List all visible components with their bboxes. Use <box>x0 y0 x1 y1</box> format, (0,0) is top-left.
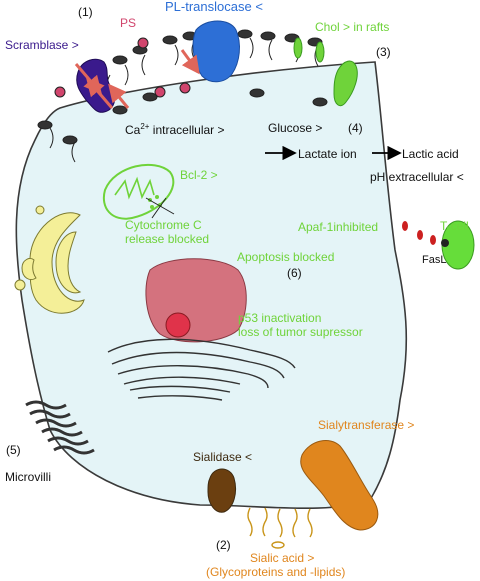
chol-label: Chol > in rafts <box>315 20 390 34</box>
marker-6: (6) <box>287 266 302 280</box>
p53-label-line2: loss of tumor supressor <box>238 325 363 339</box>
marker-2: (2) <box>216 538 231 552</box>
lactate-ion-label: Lactate ion <box>298 147 357 161</box>
cholesterol-rafts <box>293 37 358 107</box>
ph-extracellular-label: pH extracellular < <box>370 170 464 184</box>
ca-symbol: Ca <box>125 123 141 137</box>
cytochrome-c-label-line2: release blocked <box>125 232 210 246</box>
apoptosis-blocked-label: Apoptosis blocked <box>237 250 335 264</box>
microvilli <box>25 400 95 455</box>
sialidase-protein <box>207 468 237 513</box>
ps-label: PS <box>120 16 137 30</box>
sialidase-label: Sialidase < <box>193 450 253 464</box>
sialic-acid-label-line2: (Glycoproteins and -lipids) <box>206 565 346 579</box>
apaf-label: Apaf-1inhibited <box>298 220 379 234</box>
p53-label-line1: p53 inactivation <box>238 311 322 325</box>
golgi-apparatus <box>14 205 85 314</box>
cytochrome-c-label-line1: Cytochrome C <box>125 218 202 232</box>
marker-1: (1) <box>78 5 93 19</box>
endoplasmic-reticulum <box>107 338 296 401</box>
ca-intracellular-label: Ca2+ intracellular > <box>125 120 225 137</box>
scramblase-label: Scramblase > <box>5 38 79 52</box>
ca-charge: 2+ <box>140 122 150 131</box>
sialytransferase-protein <box>300 440 379 531</box>
fasl-label: FasL <box>422 254 447 266</box>
ps-translocation-arrows <box>74 49 200 109</box>
marker-4: (4) <box>348 121 363 135</box>
marker-5: (5) <box>6 443 21 457</box>
fasl-vesicles <box>402 221 436 245</box>
nucleolus <box>165 312 191 338</box>
pl-translocase-protein <box>192 20 240 83</box>
marker-3: (3) <box>376 45 391 59</box>
nucleus <box>145 258 247 343</box>
sialic-acid-label-line1: Sialic acid > <box>250 551 315 565</box>
tcell-label: T-cell <box>440 219 469 233</box>
cytochrome-c-blocked-cross <box>145 197 175 219</box>
lactic-acid-label: Lactic acid <box>402 147 459 161</box>
microvilli-label: Microvilli <box>5 470 51 484</box>
sialic-acid-chains <box>247 507 313 549</box>
sialytransferase-label: Sialytransferase > <box>318 418 415 432</box>
pl-translocase-label: PL-translocase < <box>165 0 263 14</box>
glucose-label: Glucose > <box>268 121 323 135</box>
ca-text: intracellular > <box>149 123 225 137</box>
bcl2-label: Bcl-2 > <box>180 168 218 182</box>
fas-receptor <box>441 239 449 247</box>
